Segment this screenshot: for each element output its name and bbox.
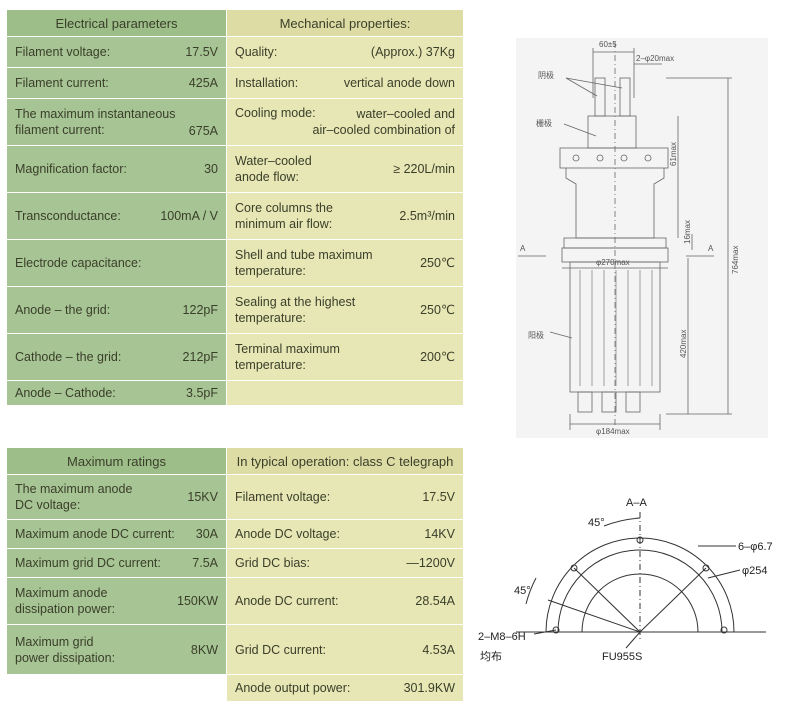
section-title: A–A: [626, 497, 647, 509]
model-label: FU955S: [602, 651, 642, 663]
table-row: Transconductance: 100mA / V: [7, 193, 226, 240]
tube-drawing: 60±5 2–φ20max 阴极 栅极 阳极 φ270max φ184max A…: [516, 38, 768, 438]
table-row: Anode output power: 301.9KW: [235, 681, 455, 695]
dim-16: 16max: [683, 220, 692, 244]
mechanical-properties-table: Mechanical properties: Quality: (Approx.…: [227, 10, 463, 405]
dim-420: 420max: [679, 330, 688, 358]
section-drawing-svg: A–A 45° 45° 6–φ6.7 φ254 2–M8–6H 均布 FU955…: [478, 497, 773, 663]
thread-note: 均布: [480, 650, 502, 663]
dim-top-width: 60±5: [599, 40, 617, 49]
table-row: Grid DC bias: —1200V: [227, 549, 463, 578]
section-mark-right: A: [708, 244, 714, 253]
dim-270: φ270max: [596, 258, 630, 267]
holes-label: 6–φ6.7: [738, 541, 773, 553]
angle-top: 45°: [588, 517, 605, 529]
electrical-header: Electrical parameters: [7, 10, 226, 37]
table-row: Electrode capacitance:: [7, 240, 226, 287]
label-grid: 栅极: [536, 118, 552, 128]
typical-header: In typical operation: class C telegraph: [227, 448, 463, 475]
section-mark-left: A: [520, 244, 526, 253]
ratings-header: Maximum ratings: [7, 448, 226, 475]
table-row: Cathode – the grid: 212pF: [7, 334, 226, 381]
electrical-parameters-table: Electrical parameters Filament voltage: …: [7, 10, 226, 405]
table-row: Anode – the grid: 122pF: [7, 287, 226, 334]
label-cathode: 阴极: [538, 70, 554, 80]
table-row: Installation: vertical anode down: [227, 68, 463, 99]
dim-terminal-dia: 2–φ20max: [636, 54, 674, 63]
mechanical-header: Mechanical properties:: [227, 10, 463, 37]
table-row: Magnification factor: 30: [7, 146, 226, 193]
dim-764: 764max: [731, 246, 740, 274]
dim-61: 61max: [669, 142, 678, 166]
diameter-label: φ254: [742, 565, 768, 577]
section-drawing: A–A 45° 45° 6–φ6.7 φ254 2–M8–6H 均布 FU955…: [476, 482, 792, 682]
dim-184: φ184max: [596, 427, 630, 436]
tube-drawing-svg: 60±5 2–φ20max 阴极 栅极 阳极 φ270max φ184max A…: [518, 40, 740, 436]
table-row: Grid DC current: 4.53A: [227, 625, 463, 675]
table-row: Anode – Cathode: 3.5pF: [15, 386, 218, 400]
table-row: Filament voltage: 17.5V: [7, 37, 226, 68]
table-row: Maximum anode DC current: 30A: [7, 520, 226, 549]
thread-label: 2–M8–6H: [478, 631, 526, 643]
typical-operation-table: In typical operation: class C telegraph …: [227, 448, 463, 701]
table-row: Quality: (Approx.) 37Kg: [227, 37, 463, 68]
table-row: Anode DC voltage: 14KV: [227, 520, 463, 549]
table-row: Filament current: 425A: [7, 68, 226, 99]
table-row: Filament voltage: 17.5V: [227, 475, 463, 520]
table-row: Maximum grid DC current: 7.5A: [7, 549, 226, 578]
angle-left: 45°: [514, 585, 531, 597]
table-row: Anode DC current: 28.54A: [227, 578, 463, 625]
label-anode: 阳极: [528, 330, 544, 340]
